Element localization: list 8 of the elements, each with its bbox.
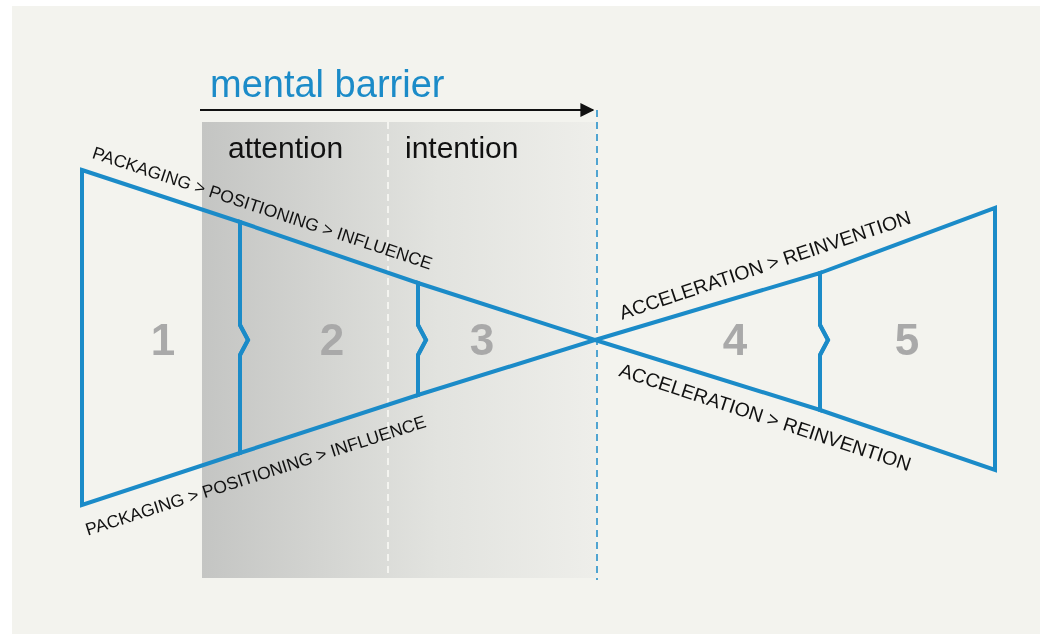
phase-label: attention	[228, 130, 344, 166]
section-number: 3	[469, 318, 495, 362]
section-number: 5	[894, 318, 920, 362]
heading: mental barrier	[210, 62, 445, 108]
funnel-section	[416, 281, 597, 397]
section-number: 4	[722, 318, 748, 362]
phase-label: intention	[405, 130, 519, 166]
section-number: 1	[150, 318, 176, 362]
